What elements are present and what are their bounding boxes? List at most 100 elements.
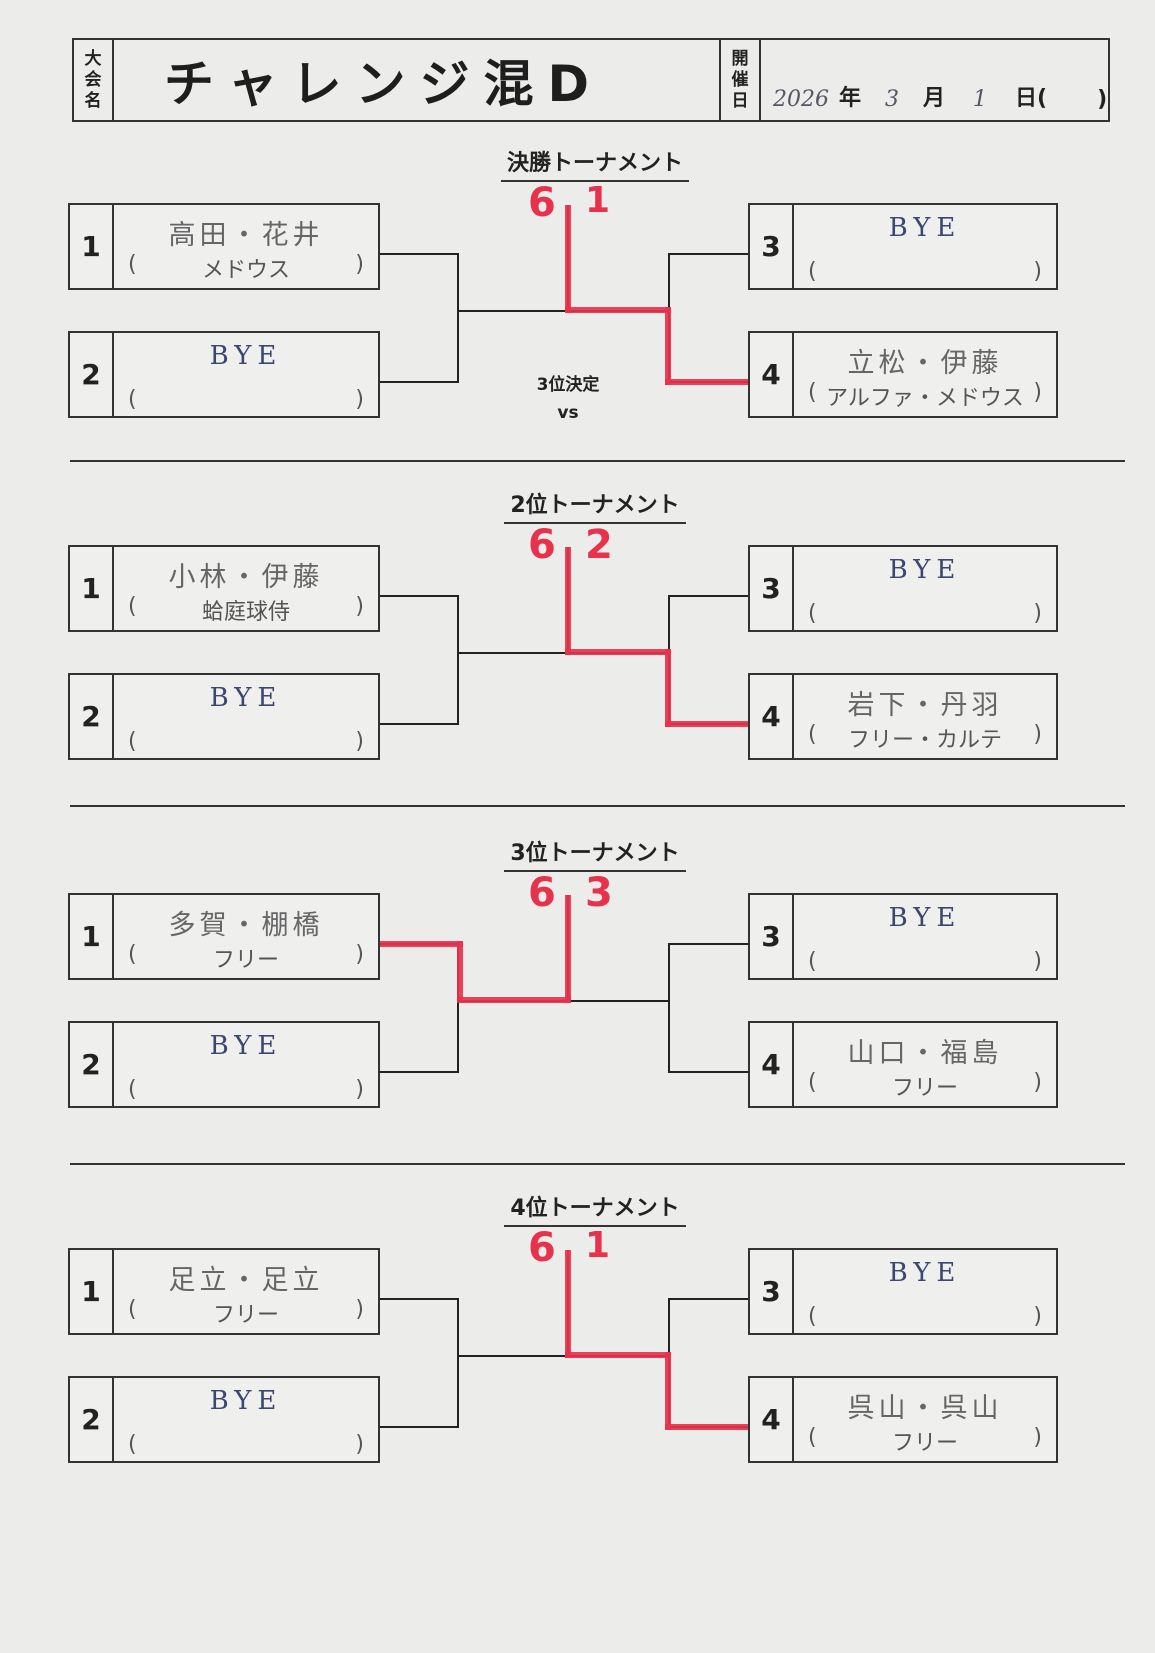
- paren-open: (: [808, 1070, 817, 1095]
- winner-path: [565, 1250, 571, 1358]
- team-line: (): [128, 729, 364, 754]
- team-line: (): [808, 949, 1042, 974]
- seed-number: 1: [70, 205, 114, 288]
- label-char: 開: [731, 48, 749, 69]
- bracket-line: [457, 652, 568, 654]
- team-line: (アルファ・メドウス): [808, 380, 1042, 412]
- paren-open: (: [128, 1077, 137, 1102]
- date-year: 2026: [773, 87, 829, 112]
- paren-close: ): [1033, 1070, 1042, 1095]
- score-left: 6: [528, 1225, 556, 1271]
- paren-close: ): [1033, 380, 1042, 405]
- team-name: フリー・カルテ: [847, 728, 1002, 753]
- bracket-line: [668, 253, 748, 255]
- entry-body: BYE(): [114, 1023, 378, 1106]
- date-month: 3: [885, 87, 900, 112]
- pair-name: BYE: [888, 555, 962, 585]
- paren-close: ): [1033, 601, 1042, 626]
- event-name-label: 大 会 名: [74, 40, 114, 120]
- paren-close: ): [1033, 259, 1042, 284]
- team-name: フリー: [891, 1431, 958, 1456]
- score-left: 6: [528, 870, 556, 916]
- entry-body: 高田・花井(メドウス): [114, 205, 378, 288]
- seed-number: 2: [70, 333, 114, 416]
- bracket-line: [380, 1298, 457, 1300]
- paren-close: ): [1033, 722, 1042, 747]
- team-line: (): [128, 1077, 364, 1102]
- bracket-line: [380, 723, 457, 725]
- paren-open: (: [128, 729, 137, 754]
- header-table: 大 会 名 チャレンジ混D 開 催 日 2026 年 3 月 1 日( ): [72, 38, 1110, 122]
- label-char: 会: [84, 69, 102, 90]
- team-name: メドウス: [201, 258, 290, 283]
- seed-number: 1: [70, 1250, 114, 1333]
- bracket-line: [380, 1426, 457, 1428]
- entry-body: 呉山・呉山(フリー): [794, 1378, 1056, 1461]
- seed-number: 4: [750, 1378, 794, 1461]
- winner-path: [565, 1352, 671, 1358]
- section-title: 2位トーナメント: [504, 493, 686, 524]
- pair-name: 足立・足立: [168, 1265, 324, 1296]
- paren-close: ): [355, 942, 364, 967]
- seed-number: 3: [750, 1250, 794, 1333]
- month-unit: 月: [923, 86, 946, 111]
- section-divider: [70, 1163, 1125, 1165]
- pair-name: 山口・福島: [847, 1038, 1003, 1069]
- team-line: (): [128, 387, 364, 412]
- bracket-line: [457, 943, 459, 1073]
- pair-name: 高田・花井: [168, 220, 324, 251]
- entry-box: 3 BYE (): [748, 545, 1058, 632]
- seed-number: 3: [750, 895, 794, 978]
- third-place-label: 3位決定: [536, 375, 600, 395]
- team-name: フリー: [212, 1303, 279, 1328]
- pair-name: BYE: [888, 1258, 962, 1288]
- score-left: 6: [528, 180, 556, 226]
- section-title: 決勝トーナメント: [500, 151, 689, 182]
- paren-close: ): [355, 387, 364, 412]
- weekday-close: ): [1097, 87, 1108, 112]
- year-unit: 年: [839, 86, 862, 111]
- bracket-line: [457, 1298, 459, 1428]
- label-char: 日: [731, 90, 749, 111]
- entry-body: 岩下・丹羽 ( フリー・カルテ): [794, 675, 1056, 758]
- seed-number: 3: [750, 547, 794, 630]
- bracket-line: [380, 595, 457, 597]
- entry-body: BYE(): [114, 675, 378, 758]
- entry-body: 小林・伊藤(蛤庭球侍): [114, 547, 378, 630]
- team-name: フリー: [891, 1076, 958, 1101]
- paren-open: (: [808, 722, 817, 747]
- winner-path: [565, 895, 571, 1003]
- winner-path: [565, 307, 671, 313]
- winner-path: [665, 721, 748, 727]
- winner-path: [665, 1352, 671, 1430]
- paren-close: ): [355, 1432, 364, 1457]
- bracket-line: [668, 943, 748, 945]
- entry-body: 立松・伊藤(アルファ・メドウス): [794, 333, 1056, 416]
- winner-path: [665, 1424, 748, 1430]
- seed-number: 1: [70, 895, 114, 978]
- score-right: 2: [585, 522, 613, 568]
- label-char: 催: [731, 69, 749, 90]
- paren-open: (: [808, 1304, 817, 1329]
- paren-open: (: [128, 1297, 137, 1322]
- paren-open: (: [808, 601, 817, 626]
- team-line: (フリー): [808, 1425, 1042, 1457]
- bracket-line: [380, 1071, 457, 1073]
- event-date: 2026 年 3 月 1 日( ): [761, 40, 1108, 120]
- seed-number: 3: [750, 205, 794, 288]
- pair-name: BYE: [209, 1386, 283, 1416]
- seed-number: 2: [70, 675, 114, 758]
- score-right: 1: [585, 1225, 611, 1266]
- pair-name: 小林・伊藤: [168, 562, 324, 593]
- pair-name: 岩下・丹羽: [847, 690, 1003, 721]
- team-line: (): [808, 259, 1042, 284]
